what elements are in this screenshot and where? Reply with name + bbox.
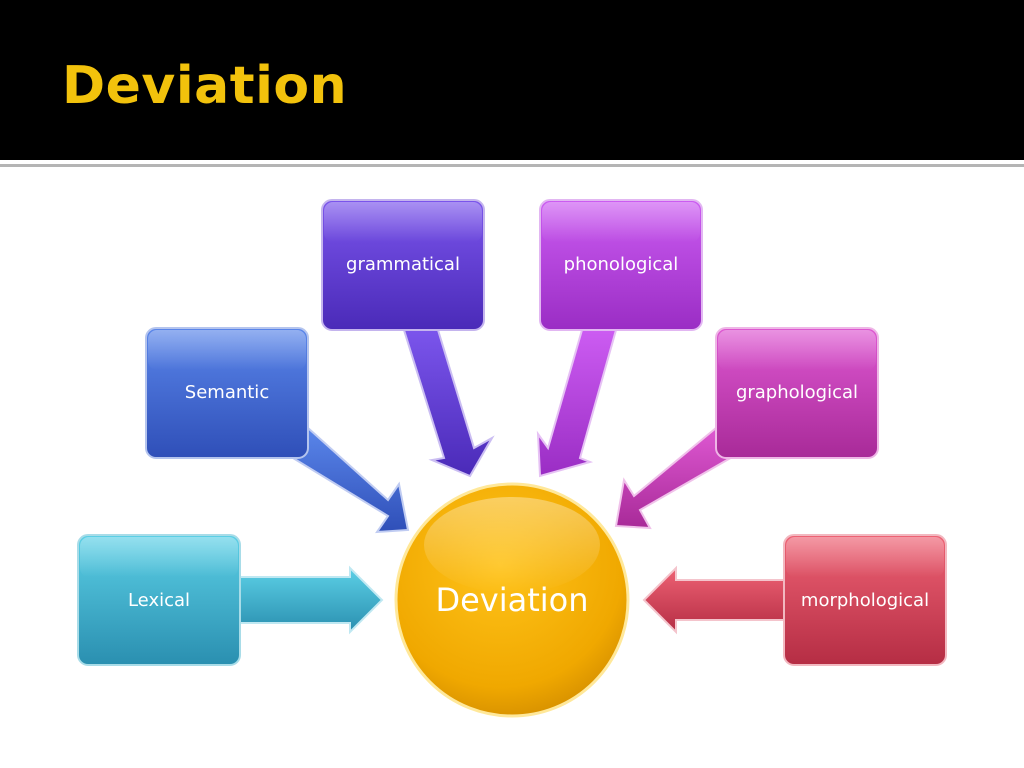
center-label: Deviation: [435, 581, 588, 619]
node-graphological: graphological: [715, 327, 879, 459]
title-bar: [0, 0, 1024, 160]
node-semantic: Semantic: [145, 327, 309, 459]
node-label: Lexical: [128, 590, 190, 611]
node-label: graphological: [736, 382, 858, 403]
arrow-lexical: [239, 565, 384, 635]
node-label: morphological: [801, 590, 929, 611]
title-divider-shadow: [0, 164, 1024, 167]
arrow-graphological: [614, 426, 736, 530]
node-morphological: morphological: [783, 534, 947, 666]
node-phonological: phonological: [539, 199, 703, 331]
node-label: Semantic: [185, 382, 269, 403]
node-grammatical: grammatical: [321, 199, 485, 331]
center-node: Deviation: [394, 482, 630, 718]
node-lexical: Lexical: [77, 534, 241, 666]
title-divider: [0, 160, 1024, 164]
arrow-grammatical: [402, 329, 495, 478]
node-label: phonological: [564, 254, 679, 275]
node-label: grammatical: [346, 254, 460, 275]
arrow-morphological: [642, 565, 785, 635]
arrow-semantic: [286, 426, 410, 534]
arrow-phonological: [536, 329, 618, 478]
slide-title: Deviation: [62, 56, 348, 116]
